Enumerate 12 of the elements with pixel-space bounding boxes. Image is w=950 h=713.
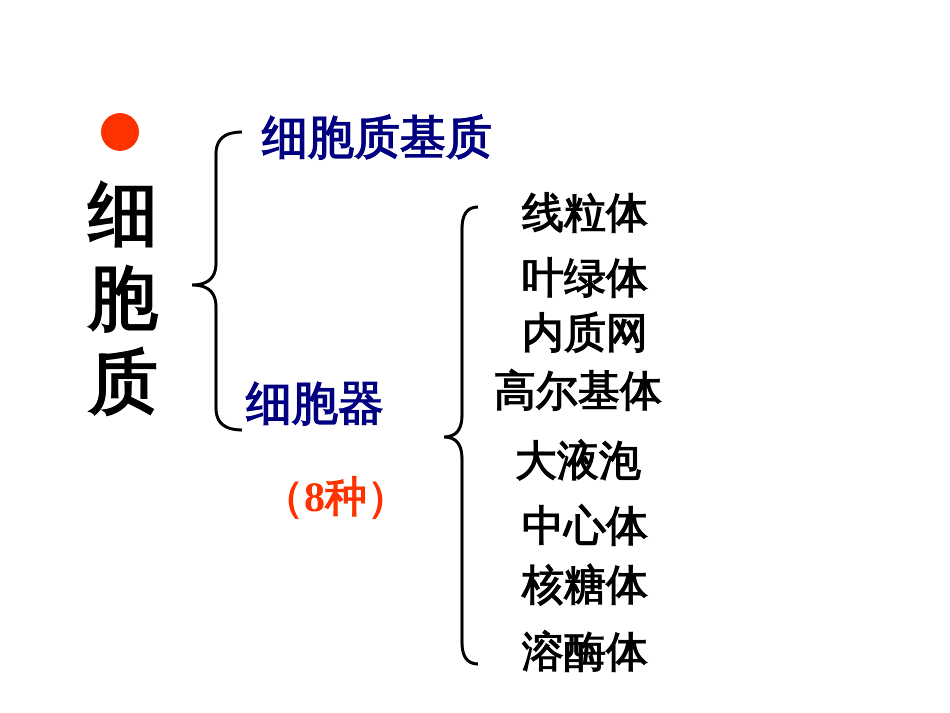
organelle-label: 中心体 [522, 505, 648, 547]
category-label: 细胞器 [246, 380, 384, 426]
organelle-label: 内质网 [522, 312, 648, 354]
organelle-label: 溶酶体 [522, 631, 648, 673]
vertical-heading: 细胞质 [88, 172, 158, 424]
organelle-label: 高尔基体 [494, 370, 662, 412]
organelle-label: 大液泡 [515, 440, 641, 482]
organelle-label: 核糖体 [522, 564, 648, 606]
count-note: （8种） [262, 477, 409, 519]
organelle-label: 线粒体 [522, 192, 648, 234]
category-label: 细胞质基质 [262, 114, 492, 160]
organelle-label: 叶绿体 [522, 257, 648, 299]
